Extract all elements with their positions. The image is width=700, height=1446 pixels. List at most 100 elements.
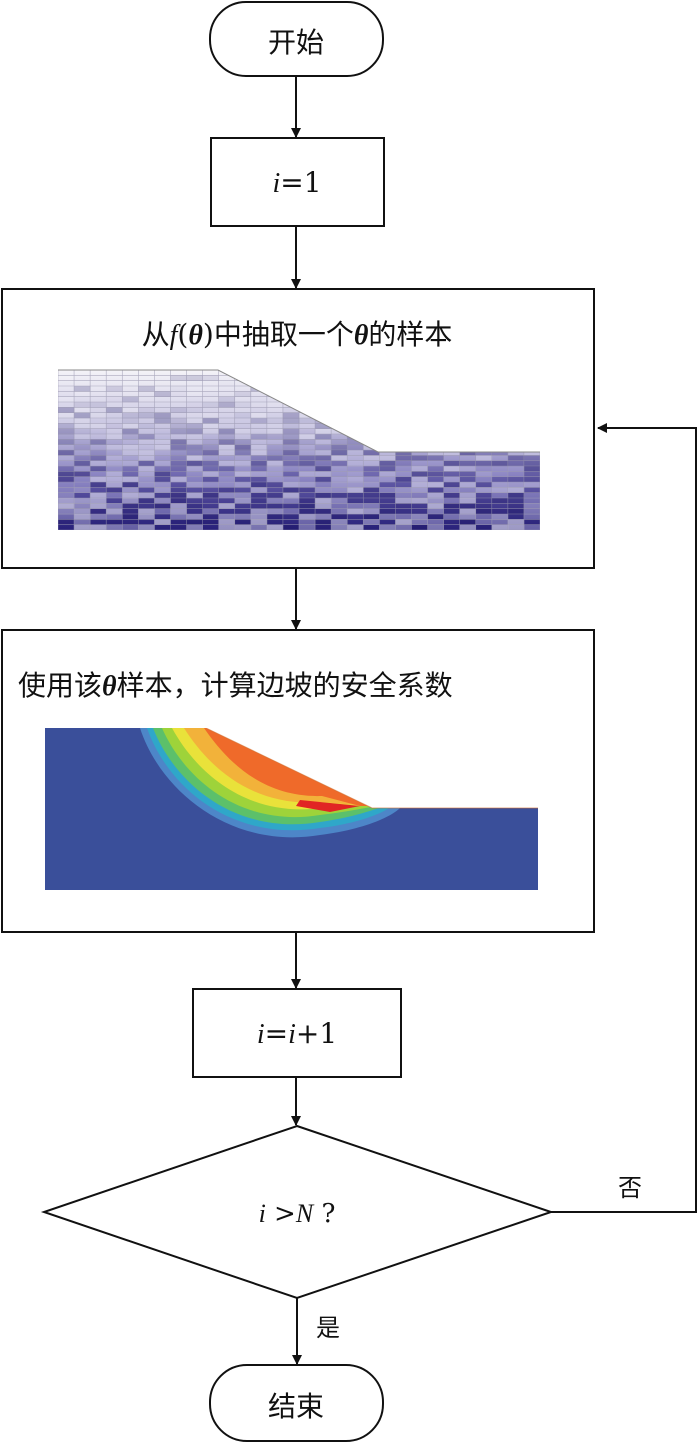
- mesh-cell: [379, 455, 396, 461]
- mesh-cell: [74, 519, 91, 525]
- mesh-cell: [443, 460, 460, 467]
- mesh-cell: [475, 519, 493, 525]
- mesh-cell: [459, 524, 477, 530]
- mesh-cell: [395, 514, 412, 520]
- mesh-cell: [138, 476, 155, 483]
- no-branch-label: 否: [618, 1174, 642, 1202]
- mesh-cell: [299, 476, 316, 483]
- mesh-cell: [234, 391, 252, 397]
- mesh-cell: [106, 460, 123, 467]
- mesh-cell: [202, 498, 219, 504]
- mesh-cell: [218, 396, 236, 403]
- mesh-cell: [282, 450, 300, 456]
- mesh-cell: [58, 455, 75, 461]
- mesh-cell: [58, 498, 75, 504]
- mesh-cell: [234, 487, 252, 493]
- mesh-cell: [363, 503, 380, 509]
- decision-var: i: [259, 1199, 266, 1228]
- mesh-cell: [138, 460, 155, 467]
- mesh-cell: [202, 519, 219, 525]
- mesh-cell: [363, 487, 380, 493]
- mesh-cell: [475, 455, 493, 461]
- mesh-cell: [379, 487, 396, 493]
- mesh-cell: [154, 380, 171, 387]
- mesh-cell: [411, 508, 428, 515]
- mesh-cell: [266, 412, 284, 419]
- mesh-cell: [363, 514, 380, 520]
- mesh-cell: [58, 487, 75, 493]
- mesh-cell: [523, 519, 540, 525]
- mesh-cell: [186, 487, 203, 493]
- mesh-cell: [443, 503, 460, 509]
- mesh-cell: [90, 386, 107, 392]
- mesh-cell: [379, 498, 396, 504]
- mesh-cell: [523, 492, 540, 499]
- mesh-cell: [234, 439, 252, 445]
- mesh-cell: [315, 450, 332, 456]
- sample-text-1: 从: [142, 318, 170, 351]
- mesh-cell: [315, 428, 332, 435]
- mesh-cell: [170, 519, 187, 525]
- mesh-cell: [234, 428, 252, 435]
- mesh-cell: [202, 439, 219, 445]
- mesh-cell: [186, 492, 203, 499]
- mesh-cell: [250, 492, 268, 499]
- mesh-cell: [315, 476, 332, 483]
- mesh-cell: [202, 396, 219, 403]
- mesh-cell: [90, 498, 107, 504]
- mesh-cell: [331, 508, 348, 515]
- mesh-cell: [138, 455, 155, 461]
- mesh-cell: [218, 423, 236, 429]
- mesh-cell: [170, 413, 186, 419]
- mesh-cell: [459, 482, 477, 488]
- mesh-cell: [154, 487, 171, 493]
- mesh-cell: [411, 460, 428, 467]
- sample-text-3: )中抽取一个: [203, 318, 354, 351]
- init-process-box: i=1: [210, 137, 385, 227]
- mesh-cell: [154, 423, 170, 429]
- mesh-cell: [250, 455, 268, 461]
- mesh-cell: [395, 508, 412, 515]
- mesh-cell: [170, 471, 187, 477]
- mesh-cell: [74, 471, 91, 477]
- mesh-cell: [299, 460, 316, 467]
- mesh-cell: [507, 519, 525, 525]
- mesh-cell: [58, 428, 75, 435]
- mesh-cell: [234, 471, 252, 477]
- mesh-cell: [106, 434, 123, 440]
- mesh-cell: [154, 412, 171, 419]
- mesh-cell: [170, 444, 187, 451]
- mesh-cell: [395, 450, 412, 456]
- mesh-cell: [379, 524, 396, 530]
- mesh-cell: [475, 476, 493, 483]
- mesh-cell: [74, 503, 91, 509]
- mesh-cell: [106, 514, 123, 520]
- mesh-cell: [58, 471, 75, 477]
- mesh-cell: [218, 402, 236, 408]
- mesh-cell: [282, 498, 300, 504]
- mesh-cell: [491, 471, 509, 477]
- mesh-cell: [106, 439, 122, 445]
- mesh-cell: [315, 455, 332, 461]
- mesh-cell: [299, 514, 316, 520]
- mesh-cell: [395, 519, 412, 525]
- mesh-cell: [154, 418, 171, 424]
- mesh-cell: [74, 466, 91, 472]
- mesh-cell: [186, 391, 203, 397]
- mesh-cell: [266, 402, 284, 408]
- mesh-cell: [74, 402, 91, 408]
- mesh-cell: [299, 508, 316, 515]
- mesh-cell: [299, 439, 316, 445]
- mesh-cell: [282, 439, 300, 445]
- mesh-cell: [106, 487, 123, 493]
- mesh-cell: [154, 498, 171, 504]
- mesh-cell: [202, 428, 219, 435]
- mesh-cell: [427, 460, 444, 467]
- mesh-cell: [523, 487, 540, 493]
- mesh-cell: [523, 498, 540, 504]
- mesh-cell: [58, 482, 75, 488]
- mesh-cell: [282, 444, 300, 451]
- mesh-cell: [331, 524, 348, 530]
- mesh-cell: [395, 476, 412, 483]
- mesh-cell: [170, 476, 187, 483]
